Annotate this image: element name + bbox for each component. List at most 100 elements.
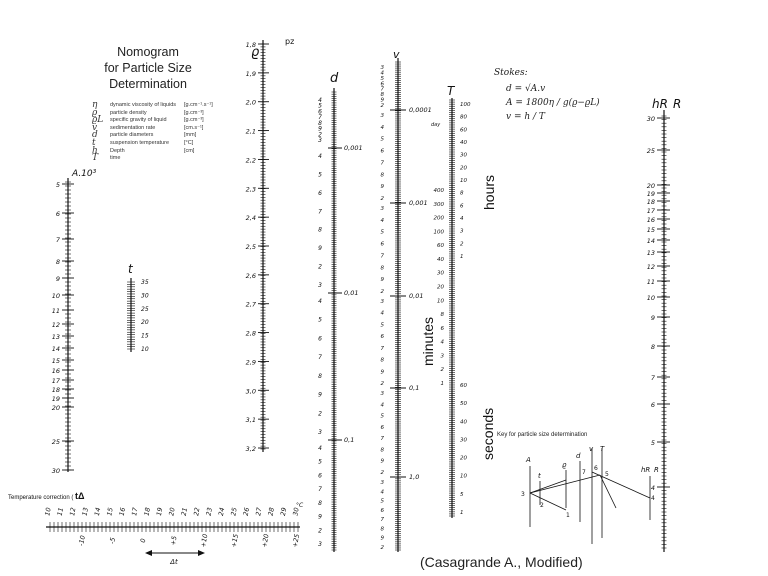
v-digit-label: 7 bbox=[381, 160, 385, 166]
v-digit-label: 8 bbox=[381, 358, 385, 364]
v-digit-label: 2 bbox=[381, 545, 385, 551]
legend-description: particle diameters bbox=[110, 132, 154, 139]
v-digit-label: 6 bbox=[381, 81, 385, 87]
temperature-correction-text: Temperature correction ( bbox=[8, 495, 74, 501]
temp-top-tick-label: 18 bbox=[143, 507, 152, 517]
d-digit-label: 5 bbox=[318, 171, 322, 178]
legend-symbol: h bbox=[92, 145, 98, 156]
stokes-eq-d: d = √A.v bbox=[506, 84, 546, 94]
v-digit-label: 5 bbox=[381, 230, 385, 236]
temp-bottom-tick-label: 0 bbox=[139, 538, 148, 543]
d-decade-label: 0,01 bbox=[344, 289, 358, 297]
legend-description: time bbox=[110, 155, 121, 162]
temp-bottom-tick-label: -5 bbox=[108, 537, 117, 545]
a-tick-label: 15 bbox=[52, 357, 60, 365]
v-digit-label: 3 bbox=[381, 480, 385, 486]
a-tick-label: 30 bbox=[52, 467, 60, 475]
legend-description: sedimentation rate bbox=[110, 124, 156, 131]
d-digit-label: 4 bbox=[318, 298, 322, 305]
R-axis-label: R bbox=[673, 97, 681, 111]
v-digit-label: 6 bbox=[381, 334, 385, 340]
T-minutes-label: 2 bbox=[441, 367, 445, 373]
d-digit-label: 6 bbox=[318, 335, 322, 342]
hours-label: hours bbox=[481, 174, 497, 210]
temp-top-tick-label: 12 bbox=[68, 507, 77, 517]
pz-tick-label: 3,2 bbox=[246, 445, 256, 453]
T-hours-label: 3 bbox=[460, 229, 464, 235]
legend-symbol: ϱL bbox=[92, 115, 104, 126]
key-scale-label: hR bbox=[641, 466, 650, 474]
legend-symbol: T bbox=[92, 153, 99, 164]
key-path-2 bbox=[529, 474, 601, 494]
v-digit-label: 5 bbox=[381, 414, 385, 420]
pz-tick-label: 3,1 bbox=[246, 416, 256, 424]
pz-tick-label: 2,5 bbox=[246, 243, 256, 251]
d-digit-label: 9 bbox=[318, 126, 322, 133]
v-axis-label: v bbox=[393, 48, 400, 61]
d-digit-label: 6 bbox=[318, 108, 322, 115]
pz-tick-label: 2,1 bbox=[246, 128, 256, 136]
stokes-eq-a: A = 1800η / g(ϱ−ϱL) bbox=[506, 98, 600, 108]
v-digit-label: 3 bbox=[381, 299, 385, 305]
T-hours-label: 2 bbox=[460, 241, 464, 247]
v-decade-label: 1,0 bbox=[409, 473, 419, 481]
d-digit-label: 9 bbox=[318, 392, 322, 399]
hR-tick-label: 8 bbox=[651, 343, 655, 351]
d-digit-label: 6 bbox=[318, 472, 322, 479]
t-tick-label: 20 bbox=[141, 319, 149, 326]
temp-top-tick-label: 22 bbox=[192, 507, 201, 517]
nomogram-title: Nomogram for Particle Size Determination bbox=[92, 44, 204, 92]
T-minutes-label: 400 bbox=[434, 188, 445, 194]
hR-tick-label: 30 bbox=[647, 115, 655, 123]
T-hours-label: 6 bbox=[460, 203, 464, 209]
title-line-2: for Particle Size bbox=[104, 61, 192, 75]
temp-top-tick-label: 26 bbox=[242, 507, 251, 517]
temp-top-tick-label: 23 bbox=[205, 507, 214, 517]
d-digit-label: 9 bbox=[318, 514, 322, 521]
T-seconds-label: 30 bbox=[460, 437, 467, 443]
d-decade-label: 0,001 bbox=[344, 144, 363, 152]
legend-description: particle density bbox=[110, 109, 147, 116]
a-tick-label: 19 bbox=[52, 395, 60, 403]
temp-top-tick-label: 14 bbox=[93, 507, 102, 517]
t-tick-label: 35 bbox=[141, 279, 149, 286]
d-digit-label: 8 bbox=[318, 500, 322, 507]
v-digit-label: 4 bbox=[381, 489, 385, 495]
v-digit-label: 9 bbox=[381, 536, 385, 542]
key-path-5 bbox=[599, 474, 617, 509]
v-digit-label: 5 bbox=[381, 137, 385, 143]
temp-bottom-tick-label: -10 bbox=[77, 535, 87, 547]
key-step-number: 7 bbox=[582, 469, 586, 476]
temp-top-tick-label: 24 bbox=[217, 507, 226, 517]
v-digit-label: 9 bbox=[381, 98, 385, 104]
d-digit-label: 4 bbox=[318, 97, 322, 104]
d-digit-label: 3 bbox=[318, 429, 322, 436]
d-digit-label: 5 bbox=[318, 317, 322, 324]
T-hours-label: 80 bbox=[460, 115, 467, 121]
v-digit-label: 2 bbox=[381, 470, 385, 476]
legend-symbol: d bbox=[92, 130, 98, 141]
T-minutes-label: 10 bbox=[437, 298, 444, 304]
a-tick-label: 14 bbox=[52, 345, 60, 353]
hR-tick-label: 5 bbox=[651, 439, 655, 447]
key-scale-label: R bbox=[654, 466, 659, 474]
hR-tick-label: 10 bbox=[647, 294, 655, 302]
v-digit-label: 7 bbox=[381, 87, 385, 93]
pz-tick-label: 2,6 bbox=[246, 272, 256, 280]
d-digit-label: 3 bbox=[318, 137, 322, 144]
d-digit-label: 2 bbox=[318, 131, 322, 138]
title-line-1: Nomogram bbox=[117, 45, 179, 59]
d-digit-label: 5 bbox=[318, 103, 322, 110]
hR-tick-label: 7 bbox=[651, 374, 656, 382]
temp-bottom-tick-label: +15 bbox=[230, 533, 240, 548]
temp-top-tick-label: 29 bbox=[279, 507, 288, 517]
key-scale-label: A bbox=[525, 456, 531, 464]
legend-unit: [°C] bbox=[184, 139, 194, 146]
temp-top-tick-label: 27 bbox=[254, 506, 263, 516]
key-step-number: 5 bbox=[605, 471, 609, 478]
a-tick-label: 11 bbox=[52, 307, 60, 315]
